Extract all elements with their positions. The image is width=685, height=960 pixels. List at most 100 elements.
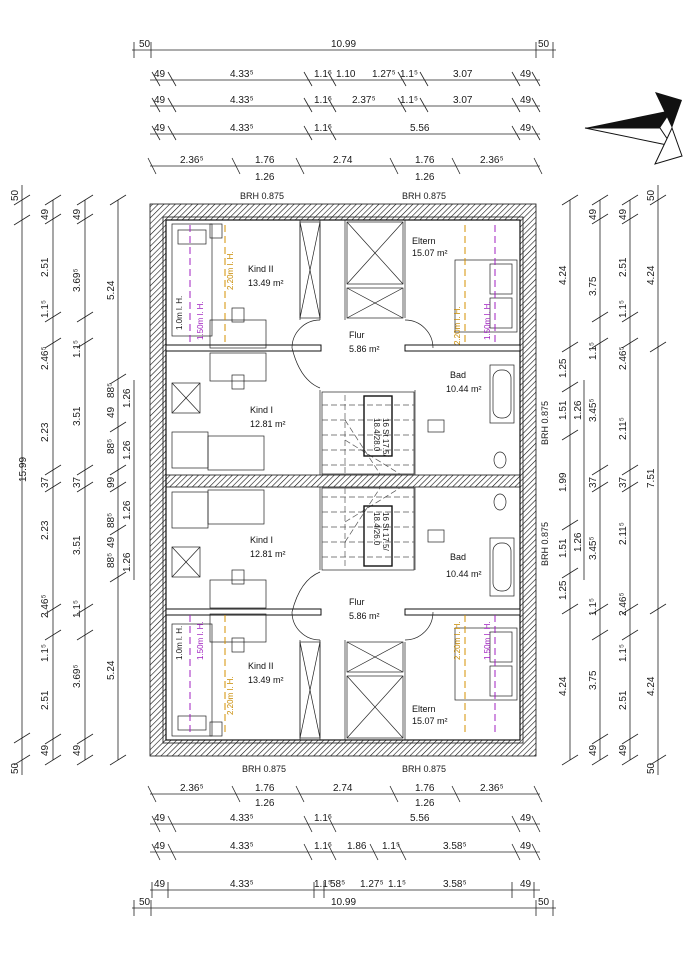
- dim-top-r5-a: 2.36⁵: [180, 155, 204, 166]
- dim-right-c1-5: 37: [618, 476, 629, 488]
- dim-bot-r3-e: 1.1⁵: [382, 841, 400, 852]
- dim-left-c3-7: 88⁵: [106, 553, 117, 568]
- dim-left-c1-7: 2.46⁵: [40, 594, 51, 618]
- dim-right-c1-6: 2.11⁵: [618, 522, 629, 545]
- height-label-220-top: 2.20m l. H.: [226, 251, 235, 290]
- dim-bot-r1-e: 2.36⁵: [480, 783, 504, 794]
- dim-top-r3-a: 49: [154, 95, 166, 106]
- dim-bot-r3-a: 49: [154, 841, 166, 852]
- dim-top-r5b-b: 1.26: [415, 172, 435, 183]
- dim-bot-r4-e: 1.27⁵: [360, 879, 384, 890]
- dim-left-c3-0: 5.24: [106, 280, 117, 300]
- height-lines: [189, 225, 496, 735]
- height-label-220-eltern-top: 2.20m l. H.: [453, 306, 462, 345]
- dim-bot-r4-h: 49: [520, 879, 532, 890]
- dim-bot-r4-b: 4.33⁵: [230, 879, 254, 890]
- dim-right-c1-0: 49: [618, 208, 629, 220]
- dim-right-c2-0: 49: [588, 208, 599, 220]
- dim-right-c3-4: 1.51: [558, 538, 569, 558]
- dim-bot-r4-a: 49: [154, 879, 166, 890]
- dim-top-r2-g: 3.07: [453, 69, 473, 80]
- dim-left-c2-4: 37: [72, 476, 83, 488]
- dim-right-overall-1: 7.51: [646, 468, 657, 488]
- top-dimensions: 50 10.99 50 49 4.33⁵ 1.1⁵ 1.10 1.27⁵ 1.1…: [132, 39, 556, 183]
- dim-left-c2-1: 3.69⁵: [72, 268, 83, 292]
- dim-left-c2-2: 1.1⁵: [72, 340, 83, 358]
- dim-right-c4-1: 1.26: [573, 532, 584, 552]
- height-label-100-bottom: 1.0m l. H.: [175, 626, 184, 660]
- brh-top-right: BRH 0.875: [402, 191, 446, 201]
- height-label-220-bottom: 2.20m l. H.: [226, 676, 235, 715]
- dim-top-r3-f: 3.07: [453, 95, 473, 106]
- dim-right-end-top: 50: [646, 189, 657, 201]
- dim-bot-r2-b: 4.33⁵: [230, 813, 254, 824]
- height-label-150-bottom: 1.50m l. H.: [196, 621, 205, 660]
- stairs-bottom-label: 16 St 17.5/: [381, 512, 390, 551]
- dim-top-r2-c: 1.1⁵: [314, 69, 332, 80]
- dim-left-c3-3: 88⁵: [106, 439, 117, 454]
- dim-left-c2-6: 1.1⁵: [72, 600, 83, 618]
- dim-bot-r4-f: 1.1⁵: [388, 879, 406, 890]
- room-flur-bottom-area: 5.86 m²: [349, 611, 380, 621]
- dim-left-c1-10: 49: [40, 744, 51, 756]
- dim-bot-r2-a: 49: [154, 813, 166, 824]
- room-flur-top-name: Flur: [349, 330, 365, 340]
- dim-left-c3-5: 88⁵: [106, 513, 117, 528]
- dim-right-c3-3: 1.99: [558, 472, 569, 492]
- dim-right-end-bottom: 50: [646, 762, 657, 774]
- dim-top-r5b-a: 1.26: [255, 172, 275, 183]
- dim-right-overall-2: 4.24: [646, 676, 657, 696]
- dim-left-c2-5: 3.51: [72, 535, 83, 555]
- dim-right-c4-0: 1.26: [573, 400, 584, 420]
- dim-right-c3-5: 1.25: [558, 580, 569, 600]
- furniture: [171, 223, 518, 737]
- dim-left-c4-2: 1.26: [122, 500, 133, 520]
- dim-bot-r3-f: 3.58⁵: [443, 841, 467, 852]
- dim-left-c1-5: 37: [40, 476, 51, 488]
- dim-top-r5-e: 2.36⁵: [480, 155, 504, 166]
- dim-right-c2-2: 1.1⁵: [588, 342, 599, 360]
- dim-bot-r3-b: 4.33⁵: [230, 841, 254, 852]
- dim-bot-r1b-b: 1.26: [415, 798, 435, 809]
- dim-left-c1-2: 1.1⁵: [40, 300, 51, 318]
- dim-left-c3-6: 49: [106, 536, 117, 548]
- dim-top-r3-g: 49: [520, 95, 532, 106]
- dim-top-r3-b: 4.33⁵: [230, 95, 254, 106]
- dim-top-r5-c: 2.74: [333, 155, 353, 166]
- dim-top-r4-b: 4.33⁵: [230, 123, 254, 134]
- dim-bot-r3-d: 1.86: [347, 841, 367, 852]
- height-label-150-eltern-bottom: 1.50m l. H.: [483, 621, 492, 660]
- dim-left-c3-4: 99: [106, 476, 117, 488]
- dim-top-r1-right: 50: [538, 39, 550, 50]
- room-kind1-top-name: Kind I: [250, 405, 273, 415]
- dim-top-r5-b: 1.76: [255, 155, 275, 166]
- brh-bottom-left: BRH 0.875: [242, 764, 286, 774]
- room-kind2-top-area: 13.49 m²: [248, 278, 284, 288]
- dim-left-c1-4: 2.23: [40, 422, 51, 442]
- stairs-bottom-label2: 18.4/26.0: [372, 512, 381, 546]
- dim-top-r3-d: 2.37⁵: [352, 95, 376, 106]
- dim-right-c1-9: 2.51: [618, 690, 629, 710]
- room-bad-bottom-area: 10.44 m²: [446, 569, 482, 579]
- dim-left-c3-8: 5.24: [106, 660, 117, 680]
- dim-right-c3-0: 4.24: [558, 265, 569, 285]
- dim-bot-r2-c: 1.1⁵: [314, 813, 332, 824]
- stairs-top-label2: 18.4/28.0: [372, 418, 381, 452]
- north-arrow-icon: [584, 92, 683, 165]
- brh-bottom-right: BRH 0.875: [402, 764, 446, 774]
- room-kind2-bottom-area: 13.49 m²: [248, 675, 284, 685]
- right-dimensions: 4.24 1.25 1.51 1.99 1.51 1.25 4.24 1.26 …: [558, 185, 667, 775]
- room-bad-top-area: 10.44 m²: [446, 384, 482, 394]
- dim-top-r1-left: 50: [139, 39, 151, 50]
- dim-bot-r1-d: 1.76: [415, 783, 435, 794]
- dim-right-c1-2: 1.1⁵: [618, 300, 629, 318]
- dim-right-c2-5: 3.45⁵: [588, 536, 599, 560]
- dim-top-r5-d: 1.76: [415, 155, 435, 166]
- dim-right-c1-3: 2.46⁵: [618, 346, 629, 370]
- room-kind1-top-area: 12.81 m²: [250, 419, 286, 429]
- dim-left-c2-8: 49: [72, 744, 83, 756]
- dim-left-c1-9: 2.51: [40, 690, 51, 710]
- brh-right-lower: BRH 0.875: [540, 522, 550, 566]
- dim-right-c2-4: 37: [588, 476, 599, 488]
- dim-left-c1-0: 49: [40, 208, 51, 220]
